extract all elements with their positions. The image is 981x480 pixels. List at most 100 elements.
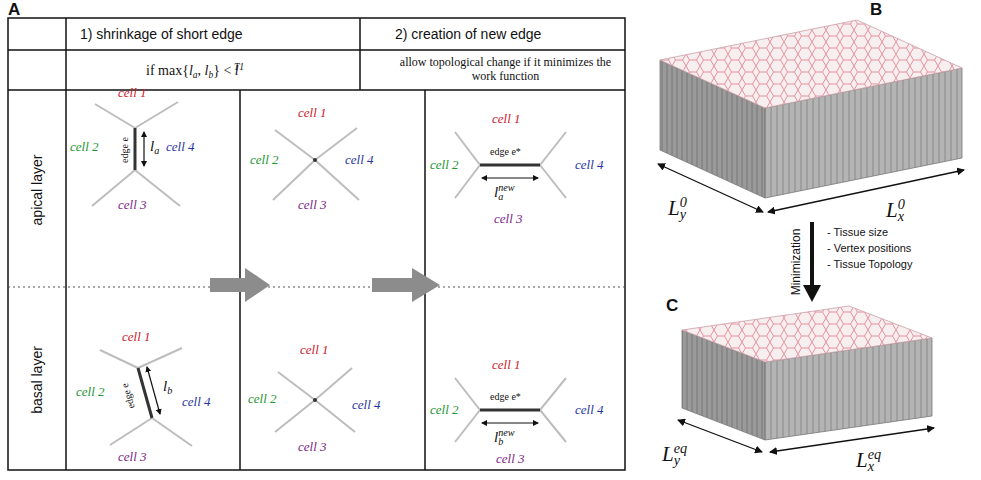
label-text: cell 4 — [575, 402, 604, 417]
short-edge — [134, 128, 137, 170]
cell-junctions — [92, 102, 180, 206]
vertex — [313, 398, 317, 402]
label-text: l — [205, 63, 209, 78]
cell-label: cell 2 — [70, 140, 99, 155]
dimension-label: Lx0 — [886, 196, 905, 225]
cell-label: cell 2 — [430, 158, 459, 173]
superscript: 0 — [680, 194, 687, 210]
vertex — [313, 158, 317, 162]
dimension-arrow — [770, 428, 934, 452]
label-text: cell 2 — [70, 139, 99, 154]
label-text: cell 4 — [575, 157, 604, 172]
label-text: cell 4 — [345, 152, 374, 167]
table-rule — [8, 89, 625, 91]
label-text: l — [150, 138, 154, 154]
panel-letter: C — [666, 296, 678, 316]
table-rule — [359, 18, 361, 90]
label-text: edge e* — [490, 146, 521, 157]
length-label: la — [150, 138, 159, 157]
label-text: l — [189, 63, 193, 78]
label-text: apical layer — [29, 155, 45, 226]
label-text: l — [494, 184, 498, 200]
label-text: cell 4 — [352, 397, 381, 412]
superscript: 0 — [898, 196, 905, 212]
label-text: - Vertex positions — [827, 242, 911, 254]
cell-label: cell 3 — [298, 440, 327, 455]
cell-label: cell 2 — [76, 385, 105, 400]
cell-label: cell 3 — [298, 198, 327, 213]
dimension-label: Lyeq — [662, 440, 687, 469]
label-text: edge e — [119, 137, 130, 163]
bullet-item: - Tissue Topology — [827, 258, 912, 271]
label-text: cell 4 — [182, 394, 211, 409]
edge-label: edge e — [119, 382, 137, 410]
new-edge — [480, 164, 540, 167]
cell-label: cell 3 — [496, 452, 525, 467]
tissue-block — [660, 20, 962, 198]
label-text: cell 3 — [298, 439, 327, 454]
cell-label: cell 2 — [248, 392, 277, 407]
label-text: } < — [213, 63, 235, 78]
edge-label: edge e* — [490, 391, 521, 403]
label-text: L — [886, 198, 898, 222]
column-header: 2) creation of new edge — [395, 26, 541, 42]
process-arrow — [210, 268, 270, 302]
label-text: cell 1 — [300, 342, 329, 357]
cell-label: cell 3 — [118, 198, 147, 213]
label-text: l — [163, 378, 167, 394]
label-text: L — [668, 196, 680, 220]
label-text: cell 4 — [166, 139, 195, 154]
label-text: edge e — [119, 382, 137, 410]
label-text: cell 3 — [118, 197, 147, 212]
label-text: allow topological change if it minimizes… — [400, 55, 611, 83]
label-text: cell 2 — [248, 391, 277, 406]
cell-label: cell 4 — [575, 158, 604, 173]
length-arrow — [482, 177, 538, 178]
cell-label: cell 3 — [494, 212, 523, 227]
panel-letter: A — [8, 0, 20, 20]
minimization-arrow — [810, 222, 814, 288]
label-text: cell 1 — [118, 85, 147, 100]
edge-label: edge e — [119, 137, 131, 163]
table-grid — [8, 18, 625, 470]
table-rule — [65, 18, 67, 470]
cell-label: cell 1 — [118, 86, 147, 101]
subscript: b — [208, 70, 213, 81]
label-text: 2) creation of new edge — [395, 26, 541, 42]
label-text: L — [662, 442, 674, 466]
label-text: cell 2 — [430, 157, 459, 172]
label-text: 1) shrinkage of short edge — [80, 26, 243, 42]
subscript: a — [154, 145, 159, 157]
label-text: cell 1 — [492, 357, 521, 372]
label-text: cell 2 — [430, 402, 459, 417]
table-border — [8, 18, 625, 470]
condition-formula: if max{la, lb} < lT1 — [146, 62, 244, 81]
cell-label: cell 1 — [298, 106, 327, 121]
length-arrow — [482, 422, 538, 423]
cell-label: cell 4 — [182, 395, 211, 410]
label-text: A — [8, 0, 20, 19]
process-arrow — [372, 268, 440, 302]
condition-note: allow topological change if it minimizes… — [398, 56, 613, 84]
dimension-arrow — [678, 420, 762, 452]
process-label: Minimization — [790, 229, 804, 296]
bullet-item: - Vertex positions — [827, 242, 911, 255]
superscript: eq — [674, 440, 687, 456]
label-text: B — [870, 0, 882, 19]
label-text: C — [666, 296, 678, 315]
superscript: T1 — [234, 62, 244, 73]
length-label: lanew — [494, 182, 515, 202]
cell-label: cell 2 — [250, 153, 279, 168]
cell-label: cell 4 — [575, 403, 604, 418]
cell-junctions — [455, 378, 566, 442]
label-text: cell 1 — [122, 329, 151, 344]
bullet-item: - Tissue size — [827, 226, 888, 239]
superscript: new — [498, 427, 514, 439]
label-text: - Tissue Topology — [827, 258, 912, 270]
label-text: - Tissue size — [827, 226, 888, 238]
arrow-head — [803, 285, 821, 302]
cell-label: cell 4 — [166, 140, 195, 155]
tissue-block — [682, 306, 932, 440]
dimension-arrow — [768, 170, 964, 212]
